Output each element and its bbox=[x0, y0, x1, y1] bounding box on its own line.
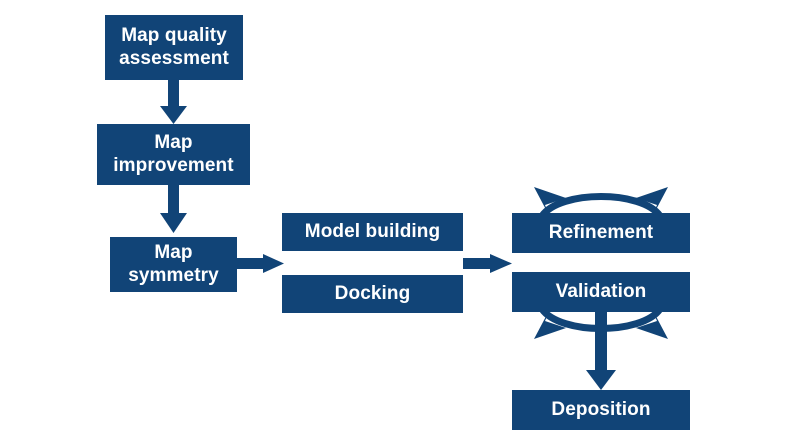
connector-improvement-to-symmetry bbox=[160, 185, 187, 233]
node-label: Validation bbox=[555, 280, 647, 302]
cycle-top-arc bbox=[534, 187, 668, 221]
cycle-bottom-right-arrowhead bbox=[636, 305, 668, 339]
node-label: Map quality assessment bbox=[119, 25, 229, 69]
cycle-top-left-arrowhead bbox=[534, 187, 566, 221]
node-label: Deposition bbox=[551, 398, 651, 420]
node-label: Docking bbox=[334, 282, 411, 304]
node-map-symmetry[interactable]: Map symmetry bbox=[110, 237, 237, 292]
node-validation[interactable]: Validation bbox=[512, 272, 690, 312]
node-model-building[interactable]: Model building bbox=[282, 213, 463, 251]
connector-symmetry-to-modelbuilding bbox=[237, 254, 284, 273]
node-deposition[interactable]: Deposition bbox=[512, 390, 690, 430]
node-label: Refinement bbox=[548, 221, 654, 243]
node-docking[interactable]: Docking bbox=[282, 275, 463, 313]
node-map-improvement[interactable]: Map improvement bbox=[97, 124, 250, 185]
node-refinement[interactable]: Refinement bbox=[512, 213, 690, 253]
cycle-top-right-arrowhead bbox=[636, 187, 668, 221]
cycle-bottom-left-arrowhead bbox=[534, 305, 566, 339]
connector-cycle-to-deposition bbox=[586, 312, 616, 390]
node-label: Map improvement bbox=[113, 132, 234, 176]
node-map-quality-assessment[interactable]: Map quality assessment bbox=[105, 15, 243, 80]
node-label: Map symmetry bbox=[128, 242, 219, 286]
connector-modelbuilding-to-refinement bbox=[463, 254, 512, 273]
connector-quality-to-improvement bbox=[160, 80, 187, 124]
node-label: Model building bbox=[304, 220, 441, 242]
